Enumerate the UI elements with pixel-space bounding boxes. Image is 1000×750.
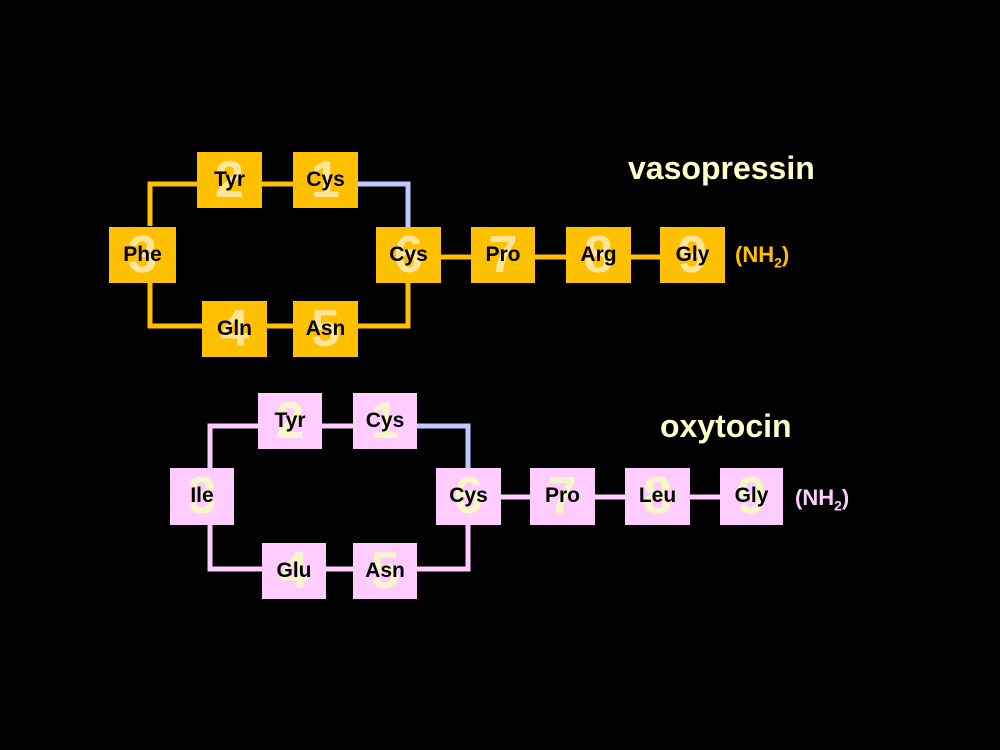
residue-number: 1 [370,392,400,450]
residue-number: 5 [311,300,340,358]
vasopressin-residue-2: 2 Tyr [197,151,262,209]
terminal-subscript: 2 [774,254,782,271]
vasopressin-residue-6: 6 Cys [376,226,441,284]
terminal-close: ) [781,242,790,267]
vasopressin-residue-7: 7 Pro [471,226,535,284]
vasopressin-residue-3: 3 Phe [109,226,176,284]
residue-name: Gln [217,317,252,340]
vasopressin-residue-1: 1 Cys [293,151,358,209]
vasopressin-link-2-3 [147,181,197,226]
residue-name: Leu [638,484,677,507]
residue-number: 4 [220,300,249,358]
vasopressin-residue-9: 9 Gly [660,226,725,284]
oxytocin-residue-9: 9 Gly [720,467,783,525]
oxytocin-link-5-6 [417,525,471,572]
vasopressin-link-5-6 [358,283,411,329]
residue-name: Pro [485,243,521,266]
residue-name: Ile [190,484,214,507]
oxytocin-residue-7: 7 Pro [530,467,595,525]
oxytocin-residue-6: 6 Cys [436,467,501,525]
residue-name: Asn [365,559,405,582]
residue-name: Phe [123,243,162,266]
oxytocin-residue-4: 4 Glu [262,542,326,600]
oxytocin-link-2-3 [207,423,258,468]
vasopressin-residue-5: 5 Asn [293,300,358,358]
residue-name: Gly [675,243,710,266]
residue-name: Cys [389,243,428,266]
residue-name: Cys [449,484,488,507]
residue-name: Cys [306,168,345,191]
terminal-open: (NH [795,485,835,510]
residue-number: 6 [454,467,483,525]
vasopressin-link-3-4 [147,283,202,329]
residue-number: 1 [311,151,340,209]
oxytocin-residue-8: 8 Leu [625,467,690,525]
residue-number: 6 [394,226,423,284]
residue-number: 9 [737,467,766,525]
terminal-subscript: 2 [834,497,842,514]
residue-number: 3 [187,467,217,525]
vasopressin-disulfide-bridge [358,181,411,227]
residue-name: Arg [580,243,617,266]
residue-number: 3 [128,226,157,284]
residue-number: 5 [370,542,400,600]
oxytocin-residue-5: 5 Asn [353,542,417,600]
residue-name: Cys [365,409,405,432]
vasopressin-residue-8: 8 Arg [566,226,631,284]
residue-number: 4 [279,542,309,600]
oxytocin-residue-1: 1 Cys [353,392,417,450]
residue-number: 9 [678,226,707,284]
oxytocin-title: oxytocin [660,408,792,444]
residue-name: Asn [305,317,346,340]
residue-name: Tyr [213,168,246,191]
residue-number: 7 [548,467,577,525]
terminal-open: (NH [735,242,775,267]
residue-name: Glu [276,559,312,582]
oxytocin-disulfide-bridge [417,423,471,468]
residue-name: Gly [734,484,769,507]
residue-number: 8 [584,226,613,284]
vasopressin-title: vasopressin [628,150,815,186]
oxytocin-residue-3: 3 Ile [170,467,234,525]
residue-number: 2 [275,392,305,450]
vasopressin-residue-4: 4 Gln [202,300,267,358]
oxytocin-amide-terminus: (NH2) [795,485,849,513]
oxytocin-residue-2: 2 Tyr [258,392,322,450]
residue-name: Tyr [274,409,306,432]
residue-number: 2 [215,151,244,209]
residue-number: 7 [488,226,518,284]
vasopressin-amide-terminus: (NH2) [735,242,789,270]
terminal-close: ) [841,485,850,510]
oxytocin-link-3-4 [207,525,262,572]
residue-number: 8 [643,467,672,525]
residue-name: Pro [544,484,580,507]
